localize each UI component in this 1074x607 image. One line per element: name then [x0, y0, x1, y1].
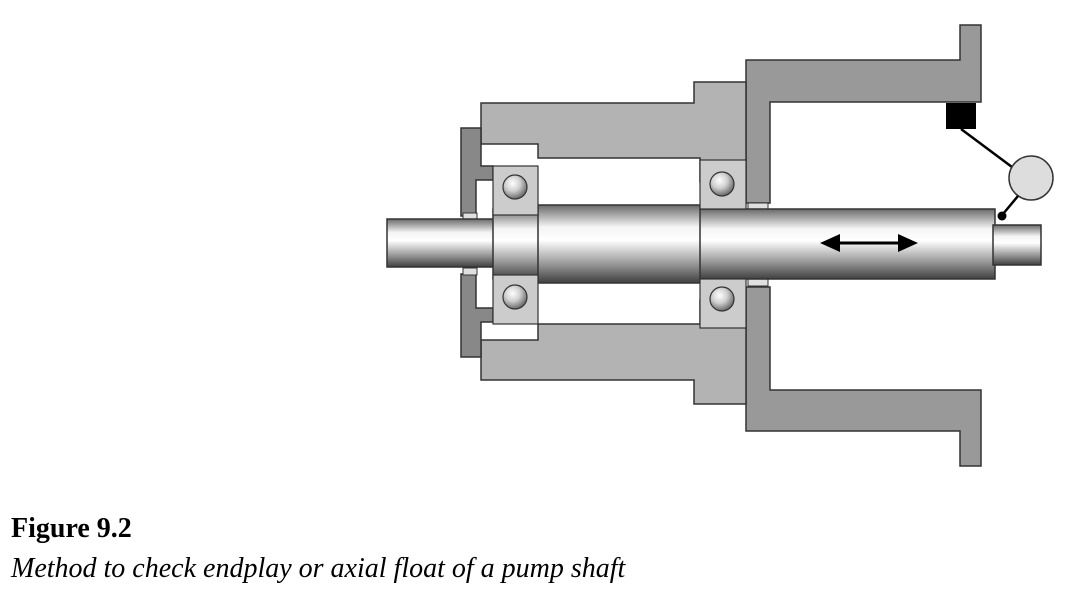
shaft-right-end [992, 224, 1042, 266]
axial-arrow-icon [820, 234, 918, 252]
shaft-shoulder [537, 204, 701, 284]
pump-casing [745, 24, 982, 204]
shaft-left-end [386, 218, 498, 268]
dial-indicator-icon [946, 103, 1054, 221]
pump-shaft-diagram [386, 24, 1054, 467]
indicator-mount [946, 103, 976, 129]
figure-number: Figure 9.2 [11, 513, 132, 544]
indicator-probe-tip [997, 211, 1007, 221]
indicator-dial [1008, 155, 1054, 201]
seal-left-lower [462, 267, 478, 276]
figure-caption: Method to check endplay or axial float o… [11, 553, 626, 584]
bearing-left [492, 165, 539, 325]
bearing-right [699, 159, 747, 329]
pump-casing-lower [745, 286, 982, 467]
